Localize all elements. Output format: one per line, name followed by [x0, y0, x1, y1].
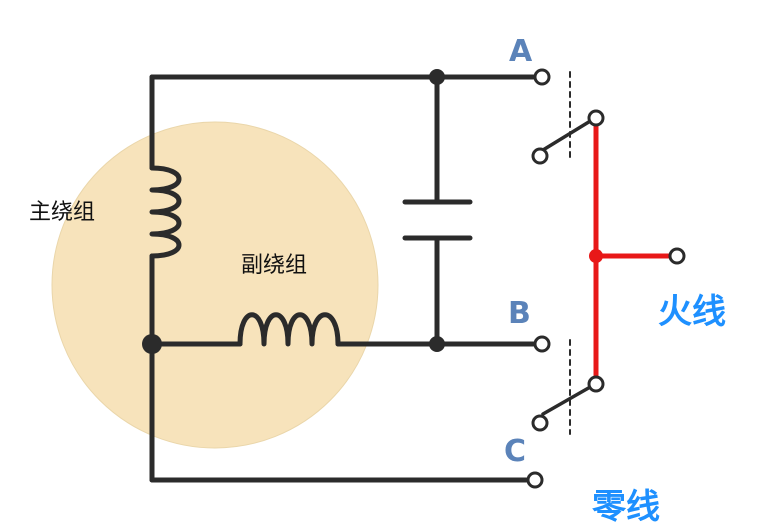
aux-winding-coil: [237, 312, 341, 347]
aux-winding-label: 副绕组: [241, 253, 307, 278]
terminal-b: [533, 335, 551, 353]
junction-dot-top: [429, 69, 445, 85]
live-junction-dot: [589, 249, 603, 263]
motor-body: [51, 121, 379, 449]
terminal-c-label: C: [504, 434, 526, 469]
live-wire-terminal: [668, 247, 686, 265]
junction-dot-left: [142, 334, 162, 354]
switch-2-contact-pivot: [587, 375, 605, 393]
terminal-c: [526, 471, 544, 489]
terminal-a: [533, 68, 551, 86]
switch-1-lever: [541, 118, 594, 152]
switch-1-contact-pivot: [587, 109, 605, 127]
main-winding-label: 主绕组: [29, 200, 95, 225]
junction-dot-bottom: [429, 336, 445, 352]
switch-2-contact-low: [531, 414, 549, 432]
neutral-wire-label: 零线: [592, 487, 660, 527]
switch-1-contact-low: [531, 147, 549, 165]
terminal-b-label: B: [508, 296, 531, 331]
switch-2-lever: [541, 384, 594, 416]
terminal-a-label: A: [509, 34, 533, 69]
main-winding-coil: [149, 165, 182, 259]
live-wire-label: 火线: [658, 292, 726, 332]
